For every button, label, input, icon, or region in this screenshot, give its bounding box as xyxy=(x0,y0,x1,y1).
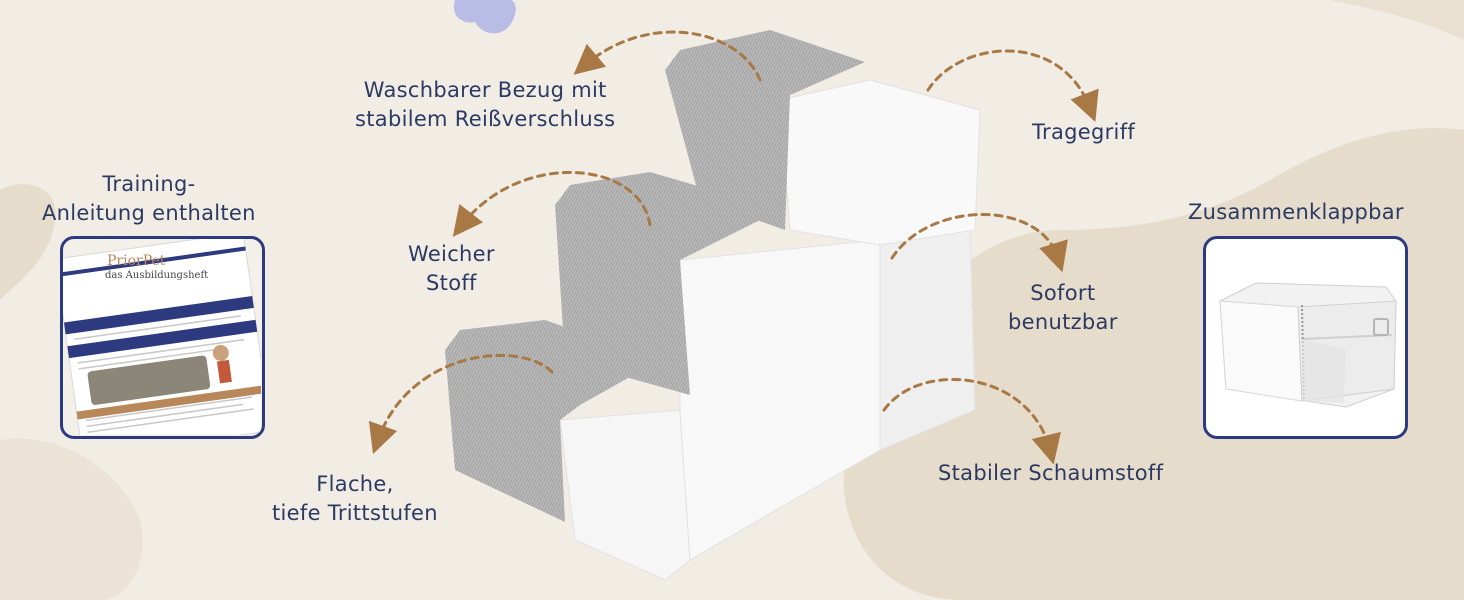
stair-foam-bottom xyxy=(559,409,691,581)
training-booklet-image xyxy=(63,239,261,435)
label-stable-foam: Stabiler Schaumstoff xyxy=(938,461,1164,485)
arrow-stable-foam xyxy=(882,378,1061,465)
beige-blob-left xyxy=(0,184,56,300)
label-washable-cover: Waschbarer Bezug mit stabilem Reißversch… xyxy=(355,78,616,131)
beige-blob-top-right xyxy=(1330,0,1464,40)
label-flat-steps: Flache, tiefe Trittstufen xyxy=(272,472,438,525)
folded-stairs-image xyxy=(1219,282,1397,408)
stair-foam-top xyxy=(779,79,981,246)
arrow-soft-fabric xyxy=(452,170,652,237)
label-soft-fabric: Weicher Stoff xyxy=(408,242,495,295)
stair-fur-bottom xyxy=(445,320,660,522)
label-carry-handle: Tragegriff xyxy=(1032,120,1136,144)
booklet-brand: PriorPet xyxy=(107,253,166,269)
label-ready-to-use: Sofort benutzbar xyxy=(1008,281,1118,334)
arrow-carry-handle xyxy=(926,49,1099,122)
stair-foam-middle-side xyxy=(879,224,976,451)
stair-fur-middle xyxy=(555,172,780,395)
arrow-washable-cover xyxy=(573,30,762,82)
arrow-flat-steps xyxy=(368,353,554,455)
blue-paw-shape xyxy=(453,0,516,34)
label-foldable: Zusammenklappbar xyxy=(1188,200,1404,224)
folded-stairs-frame xyxy=(1203,236,1408,439)
annotation-arrows xyxy=(368,30,1099,465)
beige-blob-bottom-left xyxy=(0,438,143,600)
booklet-subtitle: das Ausbildungsheft xyxy=(105,270,209,281)
stair-fur-top xyxy=(665,30,865,230)
label-training: Training- Anleitung enthalten xyxy=(42,172,256,225)
training-booklet-frame: PriorPet das Ausbildungsheft xyxy=(60,236,265,439)
arrow-ready-to-use xyxy=(890,213,1068,273)
